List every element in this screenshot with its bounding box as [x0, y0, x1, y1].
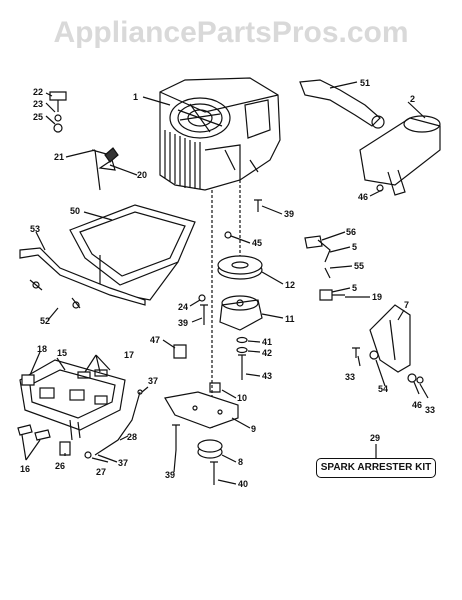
callout-56: 56	[346, 227, 356, 237]
callout-39-mid: 39	[178, 318, 188, 328]
callout-1: 1	[133, 92, 138, 102]
callout-37-b: 37	[118, 458, 128, 468]
callout-47: 47	[150, 335, 160, 345]
callout-2: 2	[410, 94, 415, 104]
callout-29: 29	[370, 433, 380, 443]
callout-24: 24	[178, 302, 188, 312]
callout-11: 11	[285, 314, 295, 324]
spark-arrester-kit-label: SPARK ARRESTER KIT	[316, 458, 436, 478]
callout-8: 8	[238, 457, 243, 467]
callout-16: 16	[20, 464, 30, 474]
callout-17: 17	[124, 350, 134, 360]
engine	[159, 77, 281, 191]
callout-18: 18	[37, 344, 47, 354]
callout-19: 19	[372, 292, 382, 302]
control-panel	[19, 359, 126, 441]
callout-52: 52	[40, 316, 50, 326]
callout-28: 28	[127, 432, 137, 442]
callout-26: 26	[55, 461, 65, 471]
callout-39-bottom: 39	[165, 470, 175, 480]
callout-23: 23	[33, 99, 43, 109]
callout-33-b: 33	[425, 405, 435, 415]
callout-25: 25	[33, 112, 43, 122]
callout-51: 51	[360, 78, 370, 88]
callout-37-a: 37	[148, 376, 158, 386]
callout-55: 55	[354, 261, 364, 271]
callout-5-a: 5	[352, 242, 357, 252]
callout-33-a: 33	[345, 372, 355, 382]
callout-54: 54	[378, 384, 388, 394]
callout-45: 45	[252, 238, 262, 248]
callout-10: 10	[237, 393, 247, 403]
callout-39-top: 39	[284, 209, 294, 219]
callout-41: 41	[262, 337, 272, 347]
callout-27: 27	[96, 467, 106, 477]
callout-53: 53	[30, 224, 40, 234]
callout-42: 42	[262, 348, 272, 358]
callout-21: 21	[54, 152, 64, 162]
callout-12: 12	[285, 280, 295, 290]
watermark: AppliancePartsPros.com	[53, 16, 409, 49]
callout-46-top: 46	[358, 192, 368, 202]
callout-20: 20	[137, 170, 147, 180]
callout-43: 43	[262, 371, 272, 381]
callout-7: 7	[404, 300, 409, 310]
callout-15: 15	[57, 348, 67, 358]
muffler	[299, 79, 441, 196]
callout-22: 22	[33, 87, 43, 97]
callout-46-b: 46	[412, 400, 422, 410]
callout-9: 9	[251, 424, 256, 434]
callout-50: 50	[70, 206, 80, 216]
callout-5-b: 5	[352, 283, 357, 293]
callout-40: 40	[238, 479, 248, 489]
